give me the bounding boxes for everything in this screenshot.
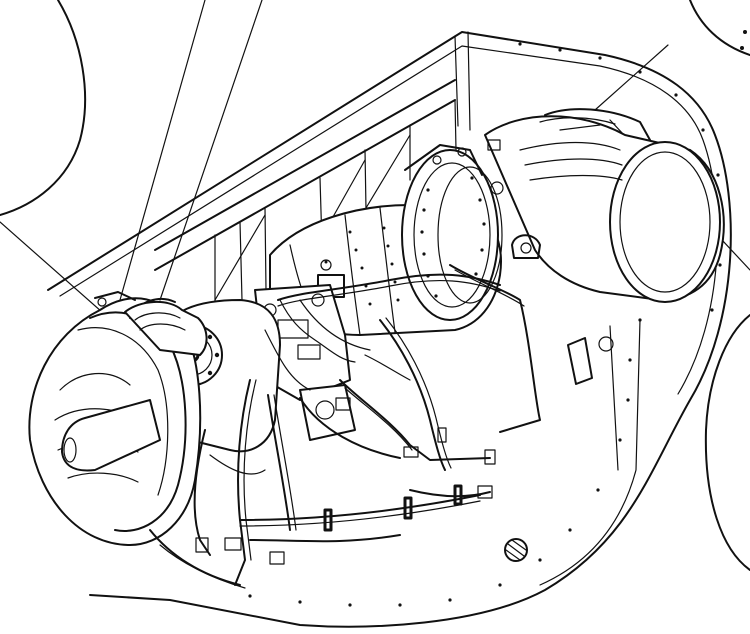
clamp-bracket [511, 234, 541, 259]
callout-top-left [0, 0, 87, 216]
wiring-harness [209, 299, 411, 475]
compressor-housing [124, 300, 208, 356]
fuel-lines [193, 264, 541, 586]
inner-bulkhead [539, 319, 641, 586]
drain-vent [504, 538, 528, 562]
lower-mount [149, 529, 246, 589]
callout-top-right [689, 0, 750, 56]
exhaust-duct [484, 108, 725, 303]
callout-mid-right [704, 314, 750, 571]
